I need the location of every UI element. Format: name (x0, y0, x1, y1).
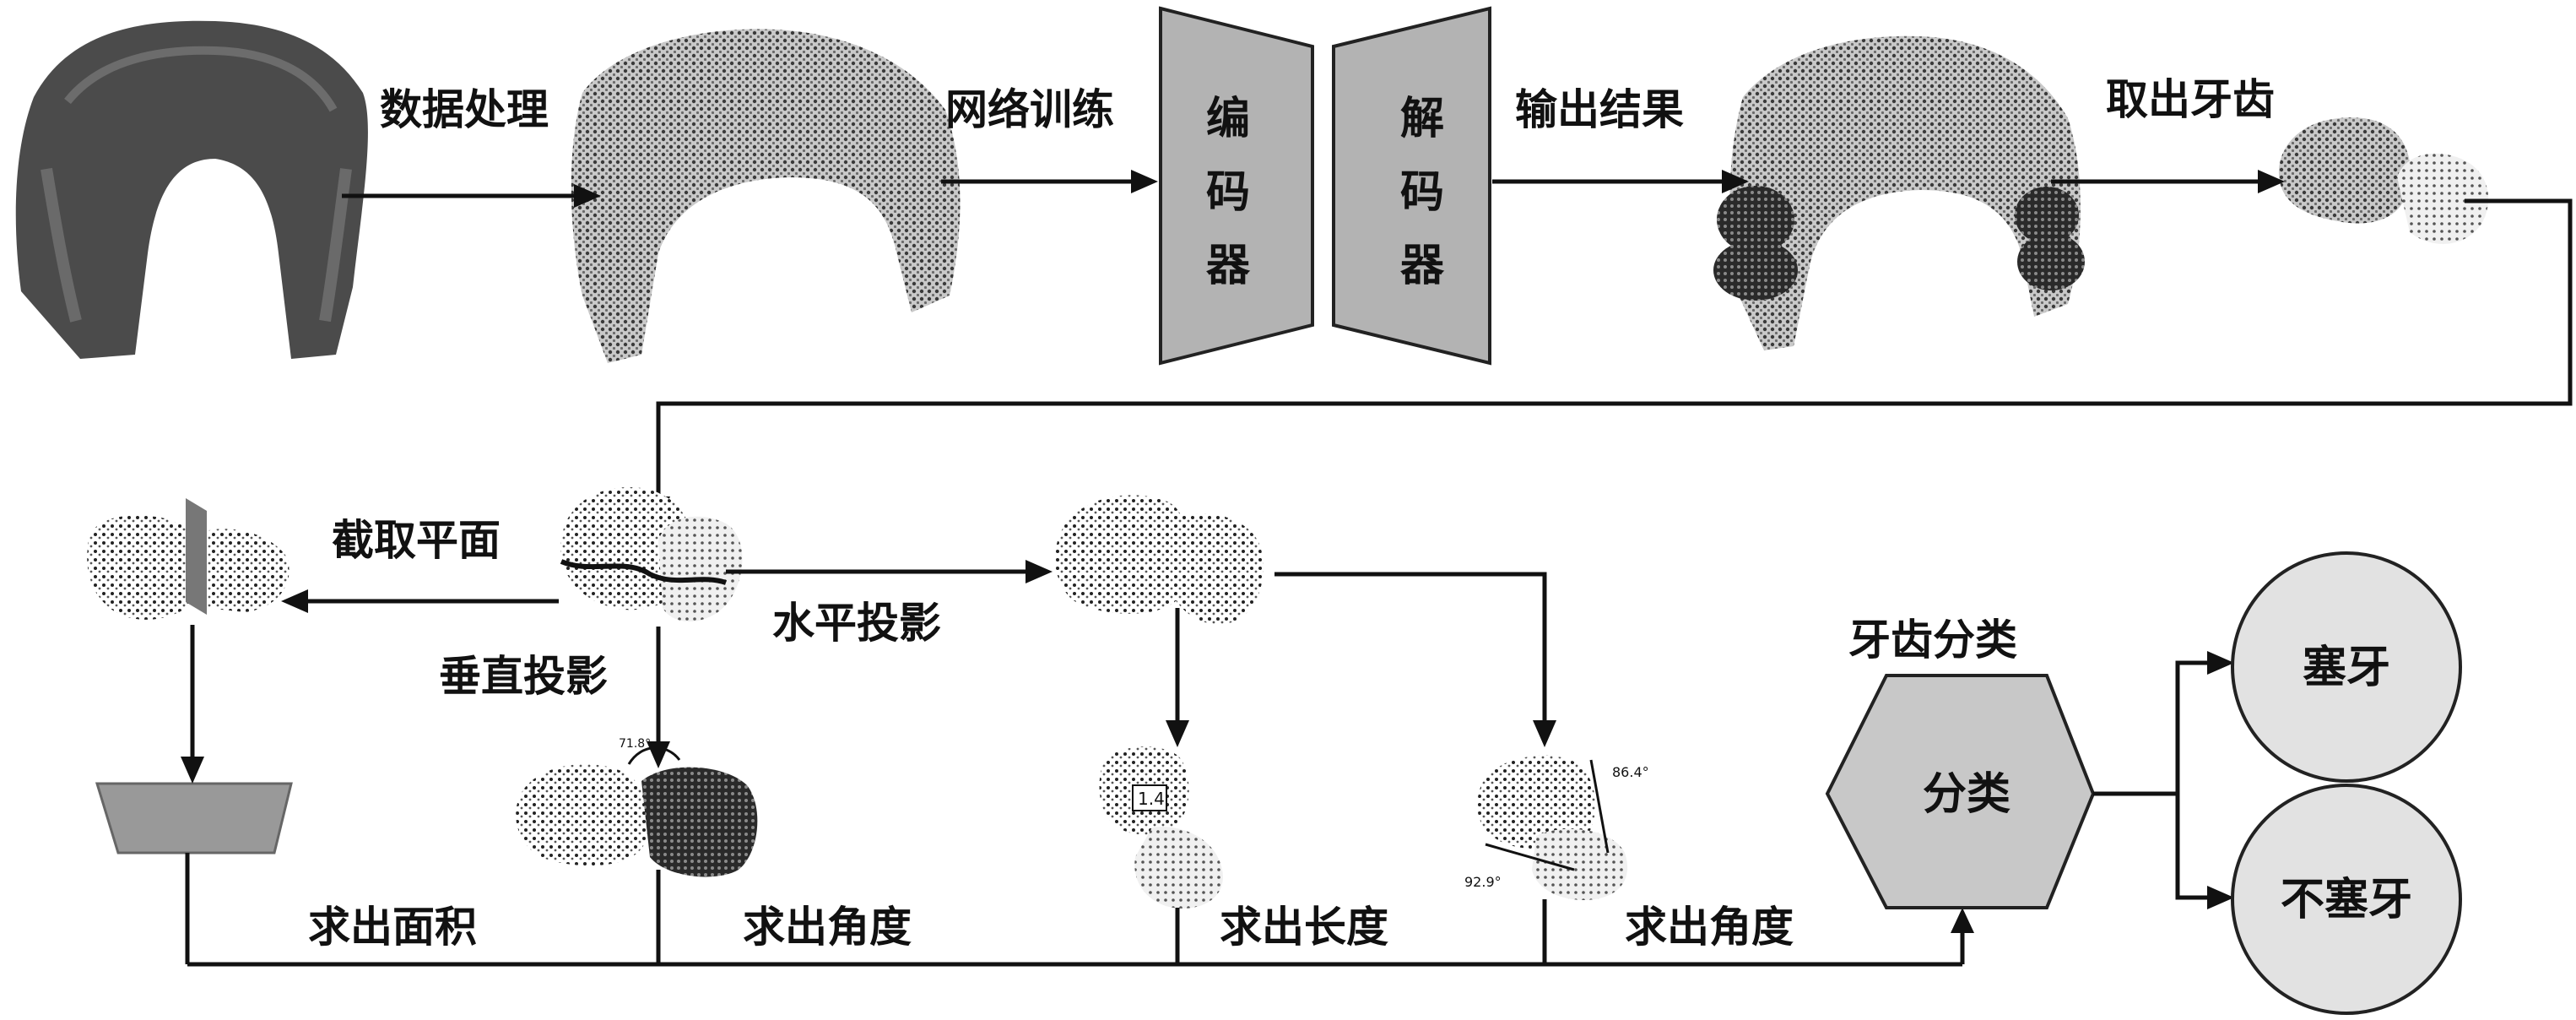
decoder-char-1: 解 (1400, 94, 1444, 144)
center-teeth-pair (560, 486, 743, 622)
encoder-char-2: 码 (1206, 167, 1250, 218)
branch-down (2175, 794, 2207, 900)
label-network-training: 网络训练 (945, 85, 1114, 134)
arrowhead (181, 757, 204, 784)
decoder-block (1332, 6, 1491, 366)
segmented-jaw (1713, 35, 2085, 350)
arrowhead (647, 741, 670, 768)
label-data-processing: 数据处理 (380, 85, 549, 134)
connector-row1-to-row2 (656, 198, 2573, 498)
branch-up (2175, 660, 2207, 794)
cut-plane-teeth (87, 498, 290, 620)
dental-scan-image (15, 20, 368, 360)
angle-annotation-top: 71.8° (619, 737, 651, 751)
label-compute-length: 求出长度 (1220, 903, 1388, 952)
arrowhead (574, 184, 601, 208)
arrowhead (1722, 170, 1749, 193)
length-annotation: 1.4 (1138, 789, 1165, 809)
outcome-impacted-label: 塞牙 (2303, 643, 2390, 693)
angle-annotation-a: 86.4° (1612, 764, 1649, 780)
encoder-char-1: 编 (1206, 94, 1250, 144)
arrow-to-angle (1274, 572, 1547, 722)
label-cut-plane: 截取平面 (332, 516, 501, 565)
label-horizontal-projection: 水平投影 (772, 599, 941, 648)
classifier-hexagon (1825, 674, 2096, 909)
arrowhead (1533, 720, 1556, 747)
outcome-impacted-circle (2231, 551, 2462, 783)
label-tooth-classification: 牙齿分类 (1848, 616, 2017, 665)
area-trough (95, 782, 293, 855)
vertical-projection-teeth (516, 746, 758, 877)
arrowhead (1166, 720, 1189, 747)
decoder-char-2: 码 (1400, 167, 1444, 218)
label-compute-angle-2: 求出角度 (1625, 903, 1794, 952)
arrowhead (2258, 170, 2285, 193)
angle-teeth (1477, 755, 1628, 900)
classifier-label: 分类 (1923, 769, 2010, 820)
label-extract-teeth: 取出牙齿 (2106, 75, 2275, 124)
label-compute-angle-1: 求出角度 (743, 903, 912, 952)
length-teeth (1099, 746, 1223, 909)
arrowhead (1026, 560, 1053, 583)
label-output-results: 输出结果 (1515, 85, 1684, 134)
decoder-char-3: 器 (1400, 241, 1445, 291)
label-vertical-projection: 垂直投影 (439, 652, 608, 701)
arrowhead (1131, 170, 1158, 193)
arrowhead (281, 589, 308, 613)
encoder-char-3: 器 (1206, 241, 1251, 291)
outcome-not-impacted-label: 不塞牙 (2281, 875, 2412, 925)
horizontal-projection-teeth (1055, 495, 1264, 625)
arrowhead (2207, 886, 2234, 909)
point-cloud-jaw (571, 29, 961, 363)
encoder-block (1159, 6, 1314, 366)
outcome-not-impacted-circle (2231, 784, 2462, 1015)
arrowhead (2207, 651, 2234, 675)
label-compute-area: 求出面积 (308, 903, 477, 952)
angle-annotation-b: 92.9° (1464, 874, 1502, 890)
arrowhead (1951, 908, 1974, 933)
extracted-teeth (2278, 117, 2489, 244)
